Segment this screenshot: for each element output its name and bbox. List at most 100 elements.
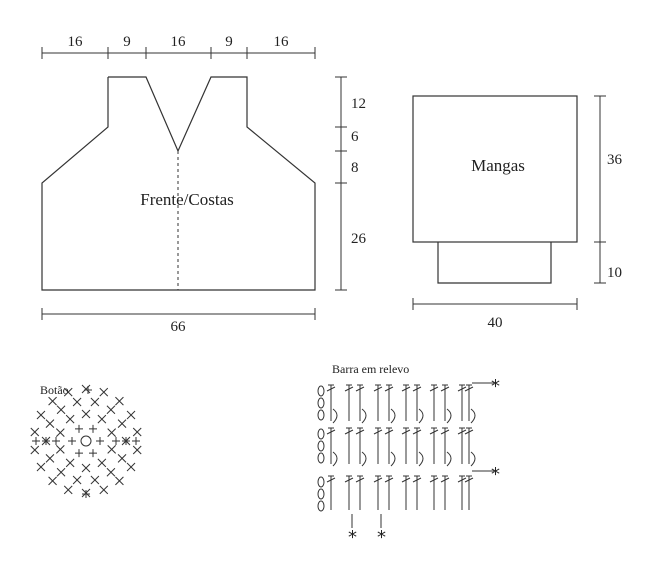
sc-x-symbol: [132, 427, 142, 437]
post-stitch-hook: [390, 408, 396, 424]
post-stitch-slash: [464, 386, 474, 392]
post-stitch-hook: [470, 451, 476, 467]
row-marker-star-top: *: [491, 376, 500, 397]
chain-oval-symbol: [317, 428, 325, 440]
post-stitch-slash: [344, 477, 354, 483]
sc-x-symbol: [65, 414, 75, 424]
sc-x-symbol: [36, 410, 46, 420]
sleeve-side-measure-1: 36: [607, 152, 623, 168]
top-measure-2: 9: [123, 34, 131, 50]
post-stitch-slash: [326, 477, 336, 483]
border-chart: Barra em relevo * * * *: [317, 362, 500, 548]
post-stitch-slash: [429, 477, 439, 483]
sc-x-symbol: [81, 384, 91, 394]
post-stitch-hook: [418, 451, 424, 467]
post-stitch-slash: [457, 429, 467, 435]
sc-x-symbol: [45, 419, 55, 428]
sc-x-symbol: [126, 410, 136, 420]
top-measure-3: 16: [171, 34, 187, 50]
side-measure-2: 6: [351, 129, 359, 145]
sc-x-symbol: [117, 454, 127, 463]
post-stitch-hook: [470, 408, 476, 424]
post-stitch-hook: [446, 408, 452, 424]
sc-x-symbol: [107, 444, 117, 454]
chain-oval-symbol: [317, 409, 325, 421]
start-marker-star-2: *: [377, 527, 386, 548]
sleeve-cuff-outline: [437, 242, 552, 284]
button-magic-ring: [80, 435, 92, 447]
post-stitch-slash: [344, 429, 354, 435]
chain-oval-symbol: [317, 385, 325, 397]
sc-x-symbol: [55, 428, 65, 438]
sc-x-symbol: [97, 414, 107, 424]
sc-x-symbol: [45, 454, 55, 463]
sc-x-symbol: [48, 396, 57, 406]
post-stitch-slash: [464, 429, 474, 435]
chain-oval-symbol: [317, 488, 325, 500]
sc-x-symbol: [126, 462, 136, 472]
sc-x-symbol: [90, 475, 100, 485]
bottom-measure: 66: [171, 319, 187, 335]
post-stitch-hook: [332, 408, 338, 424]
post-stitch-slash: [384, 477, 394, 483]
post-stitch-hook: [332, 451, 338, 467]
body-piece: 16 9 16 9 16 Frente/Costas 12 6 8 26 66: [41, 34, 367, 335]
sc-x-symbol: [81, 463, 91, 473]
post-stitch-slash: [373, 477, 383, 483]
sc-x-symbol: [63, 485, 73, 495]
post-stitch-slash: [384, 386, 394, 392]
chain-oval-symbol: [317, 397, 325, 409]
post-stitch-slash: [464, 477, 474, 483]
post-stitch-slash: [384, 429, 394, 435]
top-measure-1: 16: [68, 34, 84, 50]
border-chart-label: Barra em relevo: [332, 362, 409, 376]
post-stitch-slash: [457, 477, 467, 483]
side-measure-3: 8: [351, 160, 359, 176]
sc-x-symbol: [106, 467, 116, 477]
body-piece-label: Frente/Costas: [140, 190, 234, 209]
sc-x-symbol: [48, 476, 57, 486]
post-stitch-slash: [401, 429, 411, 435]
sleeve-outline: [412, 95, 578, 243]
post-stitch-slash: [355, 429, 365, 435]
post-stitch-slash: [401, 477, 411, 483]
post-stitch-slash: [412, 429, 422, 435]
post-stitch-hook: [361, 408, 367, 424]
sleeve-label: Mangas: [471, 156, 525, 175]
start-marker-star-1: *: [348, 527, 357, 548]
sleeve-side-measure-2: 10: [607, 265, 622, 281]
post-stitch-slash: [373, 429, 383, 435]
post-stitch-slash: [373, 386, 383, 392]
sc-x-symbol: [72, 475, 82, 485]
post-stitch-hook: [418, 408, 424, 424]
chain-oval-symbol: [317, 476, 325, 488]
post-stitch-slash: [401, 386, 411, 392]
top-measure-4: 9: [225, 34, 233, 50]
body-outline: [41, 76, 316, 291]
sleeve-piece: Mangas 36 10 40: [412, 95, 623, 331]
sc-x-symbol: [106, 405, 116, 415]
sc-x-symbol: [72, 397, 82, 407]
post-stitch-slash: [440, 386, 450, 392]
chain-oval-symbol: [317, 500, 325, 512]
sc-x-symbol: [63, 387, 73, 397]
post-stitch-slash: [412, 386, 422, 392]
post-stitch-slash: [440, 477, 450, 483]
sc-x-symbol: [115, 476, 124, 486]
sc-x-symbol: [117, 419, 127, 428]
row-marker-star-bottom: *: [491, 464, 500, 485]
post-stitch-slash: [457, 386, 467, 392]
sc-x-symbol: [56, 405, 66, 415]
sc-x-symbol: [36, 462, 46, 472]
sc-x-symbol: [97, 458, 107, 468]
sc-x-symbol: [30, 445, 40, 455]
sc-x-symbol: [107, 428, 117, 438]
chain-oval-symbol: [317, 452, 325, 464]
post-stitch-slash: [355, 386, 365, 392]
post-stitch-hook: [446, 451, 452, 467]
post-stitch-slash: [355, 477, 365, 483]
sc-x-symbol: [55, 444, 65, 454]
sc-x-symbol: [90, 397, 100, 407]
